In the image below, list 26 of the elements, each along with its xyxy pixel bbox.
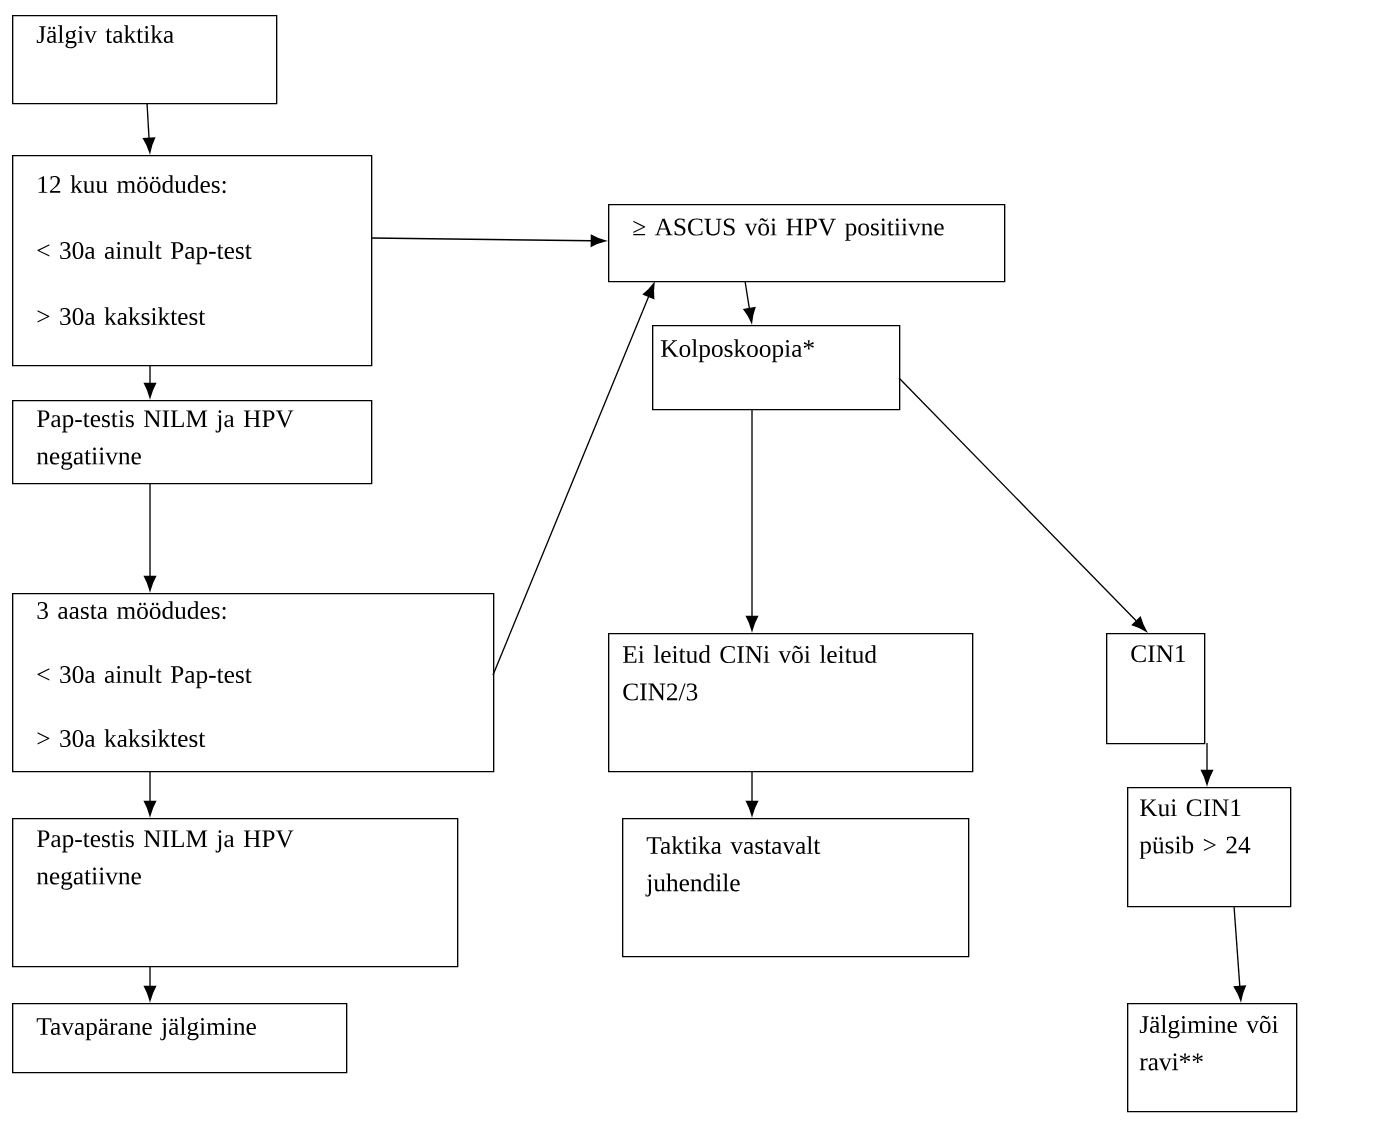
- process-box: Jälgimine või ravi**: [1127, 1003, 1298, 1113]
- process-box: CIN1: [1106, 633, 1206, 745]
- arrow: [1200, 742, 1214, 785]
- process-box: Kolposkoopia*: [652, 325, 901, 411]
- arrow: [743, 280, 756, 323]
- process-box: Jälgiv taktika: [12, 15, 278, 105]
- process-box: Kui CIN1 püsib > 24: [1127, 787, 1292, 908]
- process-box: Tavapärane jälgimine: [12, 1003, 348, 1074]
- arrow: [142, 102, 156, 153]
- process-box: 12 kuu möödudes: < 30a ainult Pap-test > 30a kaksiktest: [12, 155, 373, 367]
- arrow: [370, 234, 606, 247]
- process-box: Pap-testis NILM ja HPV negatiivne: [12, 400, 373, 485]
- arrow: [143, 965, 157, 1001]
- process-box: Ei leitud CINi või leitud CIN2/3: [608, 633, 974, 773]
- process-box: 3 aasta möödudes: < 30a ainult Pap-test > 30a kaksiktest: [12, 593, 495, 773]
- arrow: [143, 482, 157, 591]
- arrow: [143, 770, 157, 816]
- process-box: Taktika vastavalt juhendile: [622, 818, 970, 958]
- arrow: [745, 770, 759, 816]
- process-box: ≥ ASCUS või HPV positiivne: [608, 204, 1006, 283]
- arrow: [745, 408, 759, 631]
- arrow: [492, 282, 655, 676]
- arrow: [143, 364, 157, 398]
- arrow: [898, 377, 1147, 632]
- arrow: [1233, 905, 1246, 1001]
- process-box: Pap-testis NILM ja HPV negatiivne: [12, 818, 459, 968]
